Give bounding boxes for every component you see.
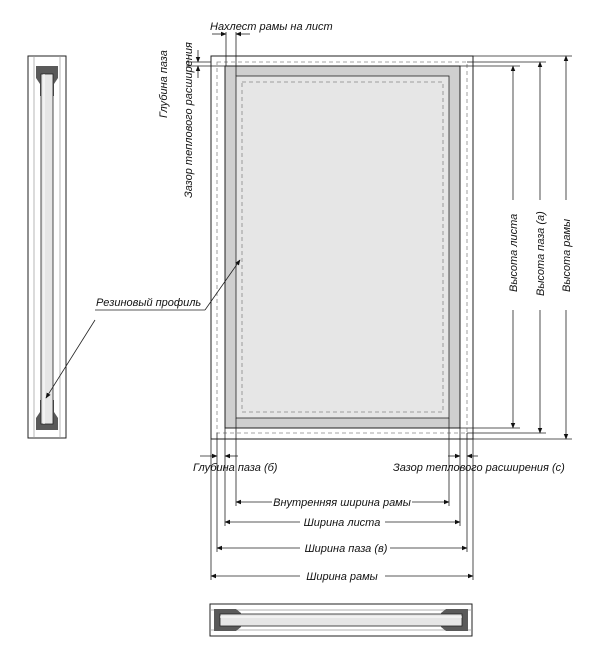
right-dimensions: Высота листа Высота паза (а) Высота рамы	[460, 55, 573, 440]
sheet-section-horizontal	[219, 613, 463, 627]
sheet-height-label: Высота листа	[508, 214, 520, 292]
frame-height-label: Высота рамы	[561, 219, 573, 292]
groove-outline	[216, 61, 468, 434]
sheet-section-vertical	[40, 73, 54, 425]
bottom-dimensions: Глубина паза (б) Зазор теплового расшире…	[193, 418, 565, 583]
vertical-section-view	[27, 55, 67, 439]
frame-overlap-label: Нахлест рамы на лист	[210, 21, 333, 33]
thermal-gap-top-label: Зазор теплового расширения	[183, 42, 195, 198]
frame-front-view	[210, 55, 474, 440]
rubber-profile-label: Резиновый профиль	[96, 297, 201, 309]
rubber-profile-callout: Резиновый профиль	[45, 259, 241, 399]
sheet-width-label: Ширина листа	[304, 517, 381, 529]
groove-depth-bottom-label: Глубина паза (б)	[193, 462, 278, 474]
thermal-gap-bottom-label: Зазор теплового расширения (с)	[393, 462, 565, 474]
frame-width-label: Ширина рамы	[306, 571, 378, 583]
inner-frame-opening	[235, 75, 450, 419]
groove-width-label: Ширина паза (в)	[305, 543, 388, 555]
inner-frame-width-label: Внутренняя ширина рамы	[273, 497, 411, 509]
inner-dashed-outline	[241, 81, 444, 413]
groove-height-label: Высота паза (а)	[535, 211, 547, 296]
groove-depth-top-label: Глубина паза	[158, 50, 170, 118]
top-dimensions: Нахлест рамы на лист Глубина паза Зазор …	[158, 21, 333, 198]
horizontal-section-view	[209, 603, 473, 637]
